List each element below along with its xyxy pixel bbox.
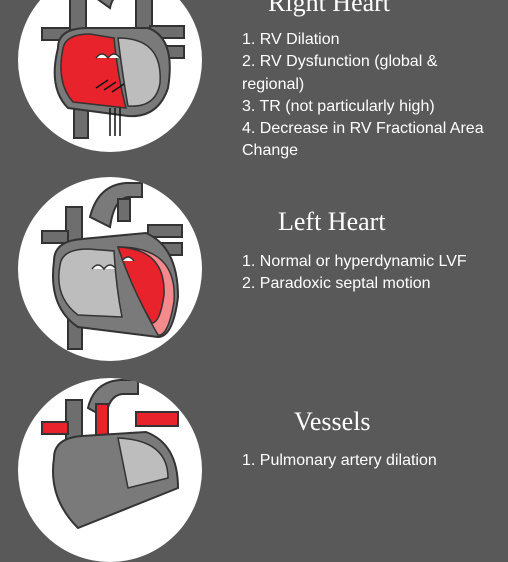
list-item: 1. RV Dilation (242, 31, 340, 48)
list-item: 3. TR (not particularly high) (242, 97, 435, 115)
left-heart-illustration (18, 177, 202, 361)
section-title-left-heart: Left Heart (278, 207, 386, 236)
list-item: 4. Decrease in RV Fractional Area Change (242, 120, 484, 160)
section-title-right-heart: Right Heart (268, 0, 391, 17)
left-heart-list: 1. Normal or hyperdynamic LVF 2. Paradox… (242, 251, 492, 296)
list-item: 1. Normal or hyperdynamic LVF (242, 253, 467, 270)
right-heart-illustration (18, 0, 202, 152)
vessels-heart-illustration (18, 378, 202, 562)
list-item: 2. RV Dysfunction (global & regional) (242, 53, 438, 93)
list-item: 1. Pulmonary artery dilation (242, 452, 437, 469)
list-item: 2. Paradoxic septal motion (242, 275, 431, 293)
vessels-list: 1. Pulmonary artery dilation (242, 450, 492, 472)
right-heart-list: 1. RV Dilation 2. RV Dysfunction (global… (242, 29, 492, 163)
section-title-vessels: Vessels (294, 407, 371, 436)
